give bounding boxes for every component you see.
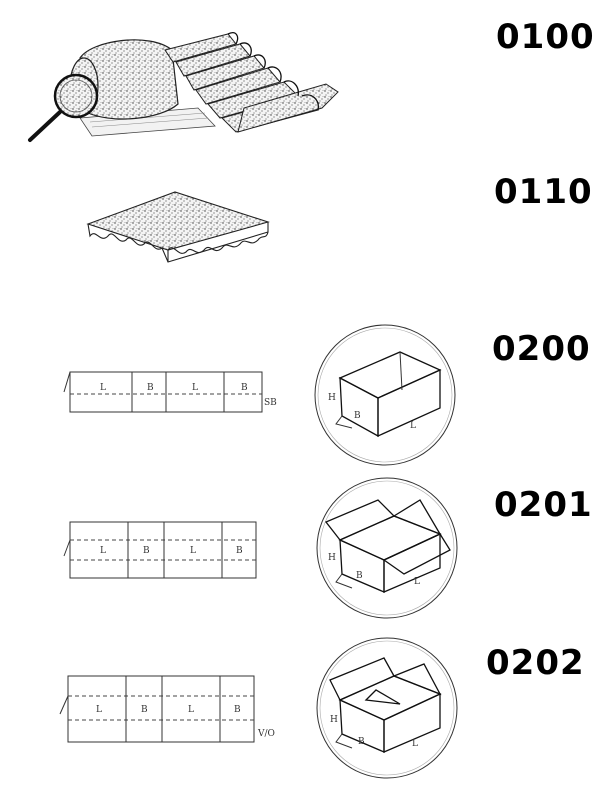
svg-text:L: L (410, 421, 416, 431)
box-0200-blank: L B L B SB (63, 371, 277, 413)
svg-text:L: L (100, 546, 106, 556)
svg-text:H: H (328, 553, 336, 563)
box-0202-illustration: H B L (316, 637, 458, 779)
svg-text:L: L (190, 546, 196, 556)
svg-text:B: B (354, 411, 361, 421)
svg-text:B: B (147, 383, 154, 393)
svg-text:B: B (356, 571, 363, 581)
box-0200-illustration: H B L (314, 324, 456, 466)
corrugated-roll-magnifier-illustration (28, 32, 339, 142)
svg-text:B: B (143, 546, 150, 556)
svg-text:B: B (234, 705, 241, 715)
svg-text:B: B (236, 546, 243, 556)
svg-text:L: L (412, 739, 418, 749)
code-0201: 0201 (494, 485, 593, 525)
svg-text:L: L (188, 705, 194, 715)
svg-text:L: L (100, 383, 106, 393)
svg-text:B: B (241, 383, 248, 393)
svg-text:L: L (96, 705, 102, 715)
svg-text:SB: SB (264, 398, 277, 408)
code-0110: 0110 (494, 172, 593, 212)
svg-text:L: L (192, 383, 198, 393)
svg-text:H: H (328, 393, 336, 403)
svg-text:V/O: V/O (257, 729, 275, 739)
svg-text:B: B (358, 737, 365, 747)
box-0201-blank: L B L B (63, 521, 257, 579)
code-0202: 0202 (486, 643, 585, 683)
svg-text:L: L (414, 577, 420, 587)
corrugated-sheet-illustration (86, 191, 270, 263)
code-0100: 0100 (496, 17, 595, 57)
svg-text:B: B (141, 705, 148, 715)
code-0200: 0200 (492, 329, 591, 369)
svg-text:H: H (330, 715, 338, 725)
box-0202-blank: L B L B V/O (59, 675, 275, 743)
box-0201-illustration: H B L (316, 477, 458, 619)
